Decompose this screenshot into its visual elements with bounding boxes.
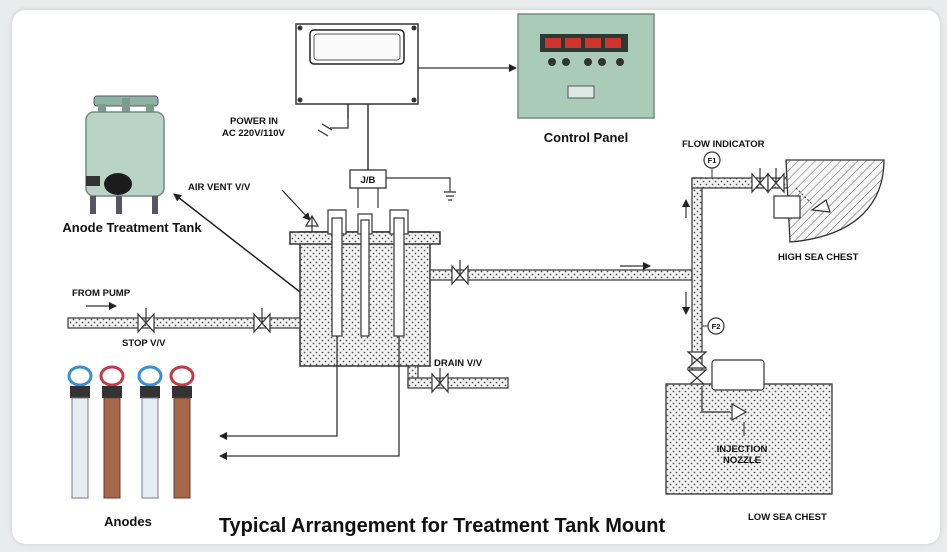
from-pump-label: FROM PUMP (72, 288, 131, 299)
outlet-pipe (429, 168, 797, 387)
diagram-title: Typical Arrangement for Treatment Tank M… (219, 515, 666, 537)
tank-pointer-arrow (173, 193, 301, 293)
treatment-tank (289, 209, 441, 367)
anodes-image (67, 365, 195, 499)
power-in-label-line2: AC 220V/110V (222, 128, 286, 139)
anode-treatment-tank-label: Anode Treatment Tank (62, 220, 202, 235)
junction-box (349, 169, 387, 189)
injection-nozzle-label-line2: NOZZLE (723, 455, 761, 466)
high-sea-chest-label: HIGH SEA CHEST (778, 252, 859, 263)
flow-indicator-f2 (702, 317, 725, 335)
anodes-label: Anodes (104, 514, 152, 529)
junction-box-wiring (357, 177, 456, 208)
controller-unit (295, 23, 419, 170)
stop-valve-label: STOP V/V (122, 338, 166, 349)
electrode-leads (219, 336, 400, 460)
injection-nozzle-label-line1: INJECTION (717, 444, 768, 455)
low-sea-chest (665, 359, 833, 495)
control-panel-label: Control Panel (544, 130, 629, 145)
junction-box-label: J/B (361, 175, 376, 186)
air-vent-arrow (281, 189, 311, 221)
drain-pipe (407, 365, 509, 394)
inlet-pipe (67, 308, 301, 334)
power-in-label-line1: POWER IN (230, 116, 278, 127)
f1-label: F1 (708, 156, 717, 165)
flow-indicator-label: FLOW INDICATOR (682, 139, 765, 150)
drain-valve-label: DRAIN V/V (434, 358, 483, 369)
anode-treatment-tank-image (85, 95, 165, 214)
air-vent-label: AIR VENT V/V (188, 182, 251, 193)
control-panel-image (517, 13, 655, 119)
high-sea-chest (773, 159, 885, 243)
flow-indicator-f1 (703, 151, 721, 178)
power-in-wiring (317, 118, 349, 137)
f2-label: F2 (712, 322, 721, 331)
low-sea-chest-label: LOW SEA CHEST (748, 512, 827, 523)
